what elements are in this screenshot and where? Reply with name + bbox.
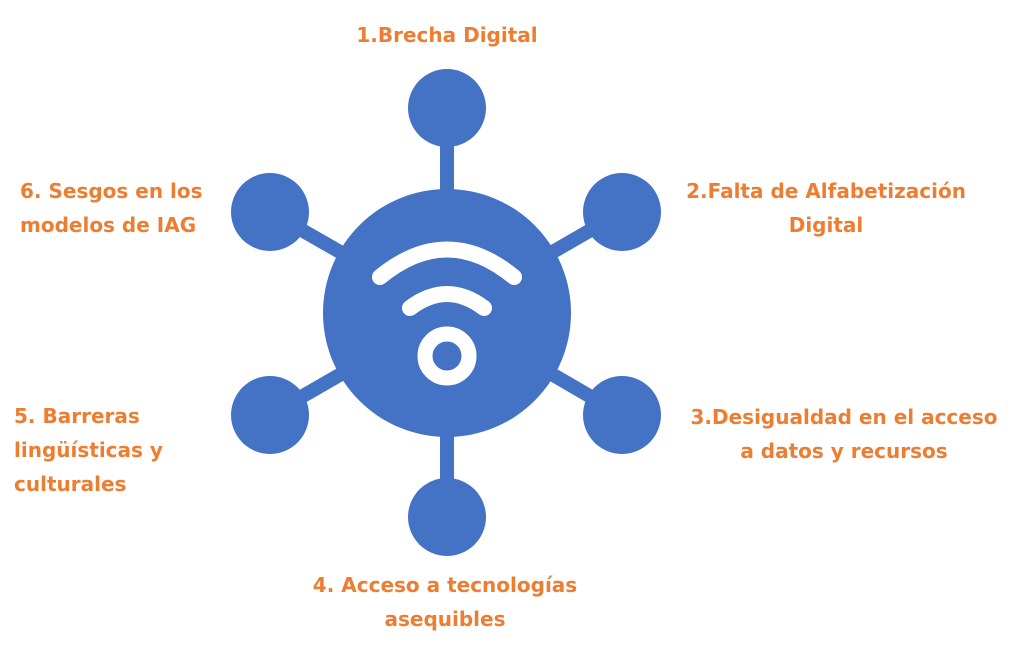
label-alfabetizacion-digital: 2.Falta de Alfabetización Digital [686,179,966,237]
node-3 [583,376,661,454]
wifi-icon [372,241,522,386]
node-5 [231,376,309,454]
node-2 [583,173,661,251]
label-sesgos-iag: 6. Sesgos en los modelos de IAG [20,179,203,237]
label-desigualdad-acceso: 3.Desigualdad en el acceso a datos y rec… [690,405,998,463]
node-4 [408,478,486,556]
label-brecha-digital: 1.Brecha Digital [356,23,538,47]
node-6 [231,173,309,251]
label-barreras-linguisticas: 5. Barreras lingüísticas y culturales [14,404,163,496]
node-1 [408,69,486,147]
label-acceso-tecnologias: 4. Acceso a tecnologías asequibles [312,573,578,631]
hub-circle [323,189,571,437]
